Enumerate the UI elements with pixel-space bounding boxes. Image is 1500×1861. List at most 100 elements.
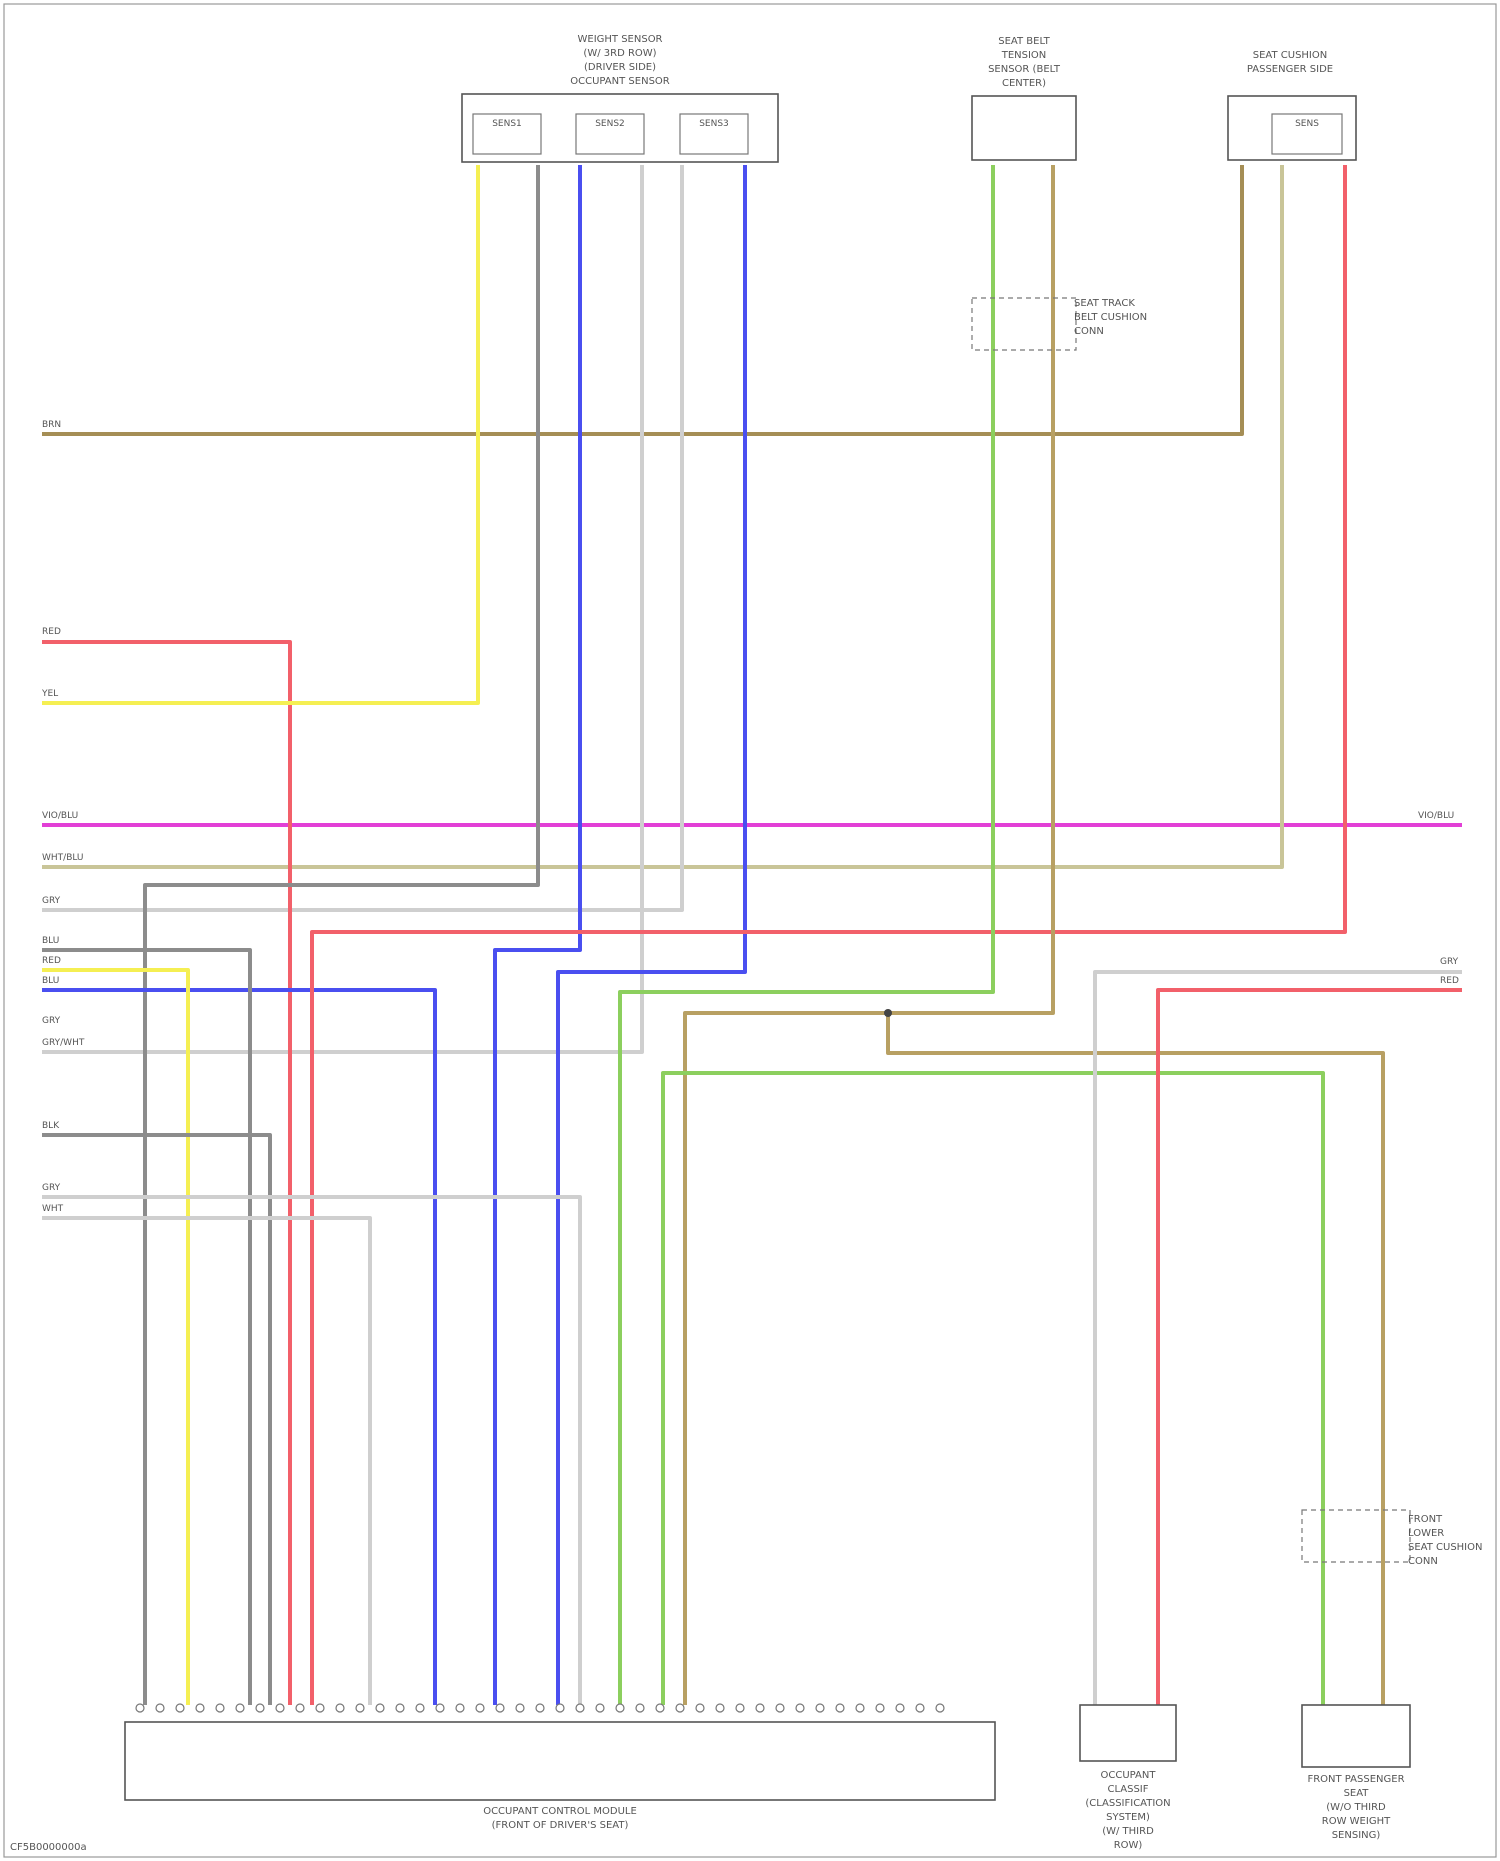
lower-module-title-4: SYSTEM) [1106, 1812, 1150, 1823]
left-label-row8: RED [42, 956, 61, 966]
wire-olive-bus [42, 165, 1282, 867]
module-pin [536, 1704, 544, 1712]
connector-top-label-2: BELT CUSHION [1074, 312, 1147, 323]
module-pin [216, 1704, 224, 1712]
seat-connector-top: SEAT TRACK BELT CUSHION CONN [972, 298, 1147, 350]
left-label-row3: YEL [41, 689, 58, 699]
connector-bottom-label-3: SEAT CUSHION [1408, 1542, 1483, 1553]
passenger-seat-sensor: SENS SEAT CUSHION PASSENGER SIDE [1228, 50, 1356, 160]
module-pin [476, 1704, 484, 1712]
wire-green-1 [620, 165, 993, 1705]
left-label-row10: GRY [42, 1016, 61, 1026]
module-pin [596, 1704, 604, 1712]
belt-sensor-title-4: CENTER) [1002, 78, 1046, 89]
wire-tan-2 [888, 1013, 1383, 1705]
passenger-sub-label: SENS [1295, 119, 1319, 129]
sensor-sub-label-3: SENS3 [699, 119, 729, 129]
module-pin [616, 1704, 624, 1712]
passenger-sensor-title-2: PASSENGER SIDE [1247, 64, 1333, 75]
seat-connector-bottom: FRONT LOWER SEAT CUSHION CONN [1302, 1510, 1483, 1567]
left-label-row6: GRY [42, 896, 61, 906]
left-label-row5: WHT/BLU [42, 853, 84, 863]
front-lower-module: OCCUPANT CLASSIF (CLASSIFICATION SYSTEM)… [1080, 1705, 1176, 1851]
module-pin [836, 1704, 844, 1712]
wire-yellow-2 [42, 970, 188, 1705]
passenger-sensor-title-1: SEAT CUSHION [1253, 50, 1328, 61]
module-pin [796, 1704, 804, 1712]
left-label-row13: GRY [42, 1183, 61, 1193]
module-pin [296, 1704, 304, 1712]
module-pin [416, 1704, 424, 1712]
sensor-title-2: (W/ 3RD ROW) [583, 48, 656, 59]
module-pin [316, 1704, 324, 1712]
wire-blue-left [42, 990, 435, 1705]
module-pin [256, 1704, 264, 1712]
front-sensor-title-5: SENSING) [1332, 1830, 1381, 1841]
module-pin [136, 1704, 144, 1712]
left-label-row14: WHT [42, 1204, 64, 1214]
module-pin [916, 1704, 924, 1712]
lower-module-title-2: CLASSIF [1107, 1784, 1148, 1795]
wire-green-2 [663, 1073, 1323, 1705]
module-pin [356, 1704, 364, 1712]
sensor-title-1: WEIGHT SENSOR [577, 34, 662, 45]
wire-red-right [312, 165, 1345, 1705]
connector-top-label-3: CONN [1074, 326, 1104, 337]
module-pin [396, 1704, 404, 1712]
wire-grey-3 [42, 1135, 270, 1705]
front-sensor-title-4: ROW WEIGHT [1322, 1816, 1391, 1827]
occupant-control-module: OCCUPANT CONTROL MODULE (FRONT OF DRIVER… [125, 1704, 995, 1831]
module-pin [376, 1704, 384, 1712]
module-pin [456, 1704, 464, 1712]
module-pin [156, 1704, 164, 1712]
module-pin [336, 1704, 344, 1712]
module-title-2: (FRONT OF DRIVER'S SEAT) [492, 1820, 629, 1831]
footer-code: CF5B0000000a [10, 1842, 87, 1853]
module-pin [496, 1704, 504, 1712]
module-pin [636, 1704, 644, 1712]
sensor-title-3: (DRIVER SIDE) [584, 62, 656, 73]
connector-bottom-label-4: CONN [1408, 1556, 1438, 1567]
left-label-row12: BLK [42, 1121, 60, 1131]
lower-module-title-3: (CLASSIFICATION [1085, 1798, 1170, 1809]
module-pin [236, 1704, 244, 1712]
connector-bottom-label-1: FRONT [1408, 1514, 1443, 1525]
lower-module-title-5: (W/ THIRD [1102, 1826, 1154, 1837]
wire-lightgrey-bus-2 [42, 165, 642, 1052]
seat-weight-sensor: SENS1 SENS2 SENS3 WEIGHT SENSOR (W/ 3RD … [462, 34, 778, 162]
left-wire-labels: BRN RED YEL VIO/BLU WHT/BLU GRY BLU RED … [41, 420, 85, 1214]
wire-lightgrey-bus [42, 165, 682, 910]
module-pin [776, 1704, 784, 1712]
left-label-row4: VIO/BLU [42, 811, 78, 821]
right-wire-labels: VIO/BLU GRY RED [1418, 811, 1459, 986]
front-sensor-title-2: SEAT [1344, 1788, 1370, 1799]
front-passenger-seat-sensor: FRONT PASSENGER SEAT (W/O THIRD ROW WEIG… [1302, 1705, 1410, 1841]
right-label-row9: RED [1440, 976, 1459, 986]
lower-module-title-1: OCCUPANT [1101, 1770, 1157, 1781]
connector-top-label-1: SEAT TRACK [1074, 298, 1135, 309]
wire-red-lower-right [1158, 990, 1462, 1705]
module-pin [656, 1704, 664, 1712]
module-pin [576, 1704, 584, 1712]
sensor-title-4: OCCUPANT SENSOR [570, 76, 670, 87]
wire-tan-1 [685, 165, 1053, 1705]
belt-sensor-title-2: TENSION [1001, 50, 1047, 61]
module-pin [176, 1704, 184, 1712]
wires [42, 165, 1462, 1705]
module-pin [276, 1704, 284, 1712]
left-label-row9: BLU [42, 976, 59, 986]
belt-tension-sensor: SEAT BELT TENSION SENSOR (BELT CENTER) [972, 36, 1076, 160]
right-label-row8: GRY [1440, 957, 1459, 967]
module-pin-row [136, 1704, 944, 1712]
module-pin [716, 1704, 724, 1712]
wire-red-left [42, 642, 290, 1705]
module-pin [756, 1704, 764, 1712]
wire-lightgrey-right [1095, 972, 1462, 1705]
wire-lightgrey-4 [42, 1218, 370, 1705]
connector-bottom-label-2: LOWER [1408, 1528, 1444, 1539]
sensor-sub-label-2: SENS2 [595, 119, 625, 129]
front-sensor-title-1: FRONT PASSENGER [1307, 1774, 1404, 1785]
belt-sensor-title-1: SEAT BELT [998, 36, 1050, 47]
module-title-1: OCCUPANT CONTROL MODULE [483, 1806, 637, 1817]
module-pin [936, 1704, 944, 1712]
